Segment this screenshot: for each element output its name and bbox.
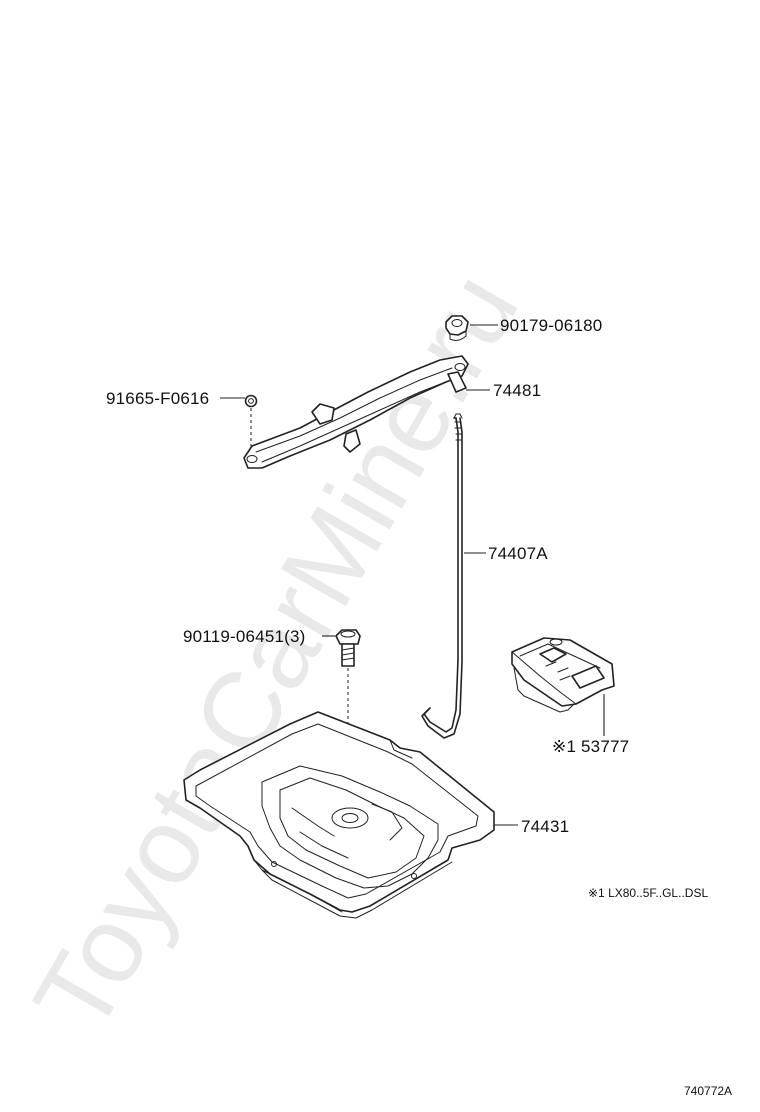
nut-part-number[interactable]: 90179-06180 (500, 316, 602, 335)
clamp-part-number[interactable]: 74481 (493, 381, 541, 400)
box-part[interactable] (511, 637, 615, 713)
bolt-part-number[interactable]: 90119-06451(3) (183, 627, 306, 646)
clip-part-number[interactable]: 91665-F0616 (106, 389, 209, 408)
footnote: ※1 LX80..5F..GL..DSL (588, 886, 708, 900)
rod-part[interactable] (421, 413, 463, 739)
nut-part[interactable] (445, 315, 469, 341)
clamp-part[interactable] (243, 355, 469, 469)
bolt-part[interactable] (335, 629, 361, 667)
box-part-number[interactable]: ※1 53777 (552, 737, 629, 756)
tray-part-number[interactable]: 74431 (521, 817, 569, 836)
diagram-id: 740772A (684, 1084, 732, 1098)
clip-part[interactable] (244, 394, 258, 408)
tray-part[interactable] (183, 711, 495, 919)
rod-part-number[interactable]: 74407A (488, 544, 548, 563)
